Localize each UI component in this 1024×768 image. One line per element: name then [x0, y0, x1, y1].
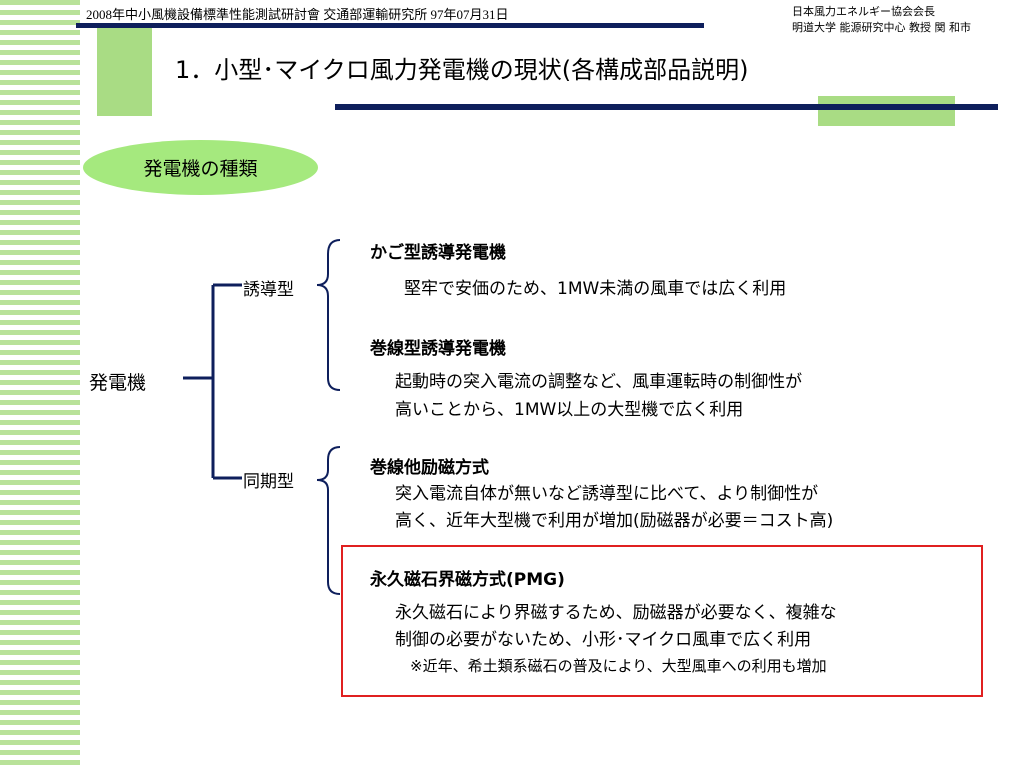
title-underline — [335, 104, 998, 110]
title-accent-block — [818, 96, 955, 126]
pmg-note: ※近年、希土類系磁石の普及により、大型風車への利用も増加 — [410, 657, 827, 675]
wound-induction-desc-2: 高いことから、1MW以上の大型機で広く利用 — [395, 400, 744, 420]
pmg-desc-1: 永久磁石により界磁するため、励磁器が必要なく、複雑な — [395, 603, 837, 623]
presenter-name: 明道大学 能源研究中心 教授 関 和市 — [792, 21, 971, 34]
wound-excitation-desc-2: 高く、近年大型機で利用が増加(励磁器が必要＝コスト高) — [395, 511, 834, 531]
induction-brace — [316, 239, 341, 391]
seminar-header: 2008年中小風機設備標準性能測試研討會 交通部運輸研究所 97年07月31日 — [86, 7, 509, 22]
wound-excitation-desc-1: 突入電流自体が無いなど誘導型に比べて、より制御性が — [395, 484, 819, 504]
slide-title: 1．小型･マイクロ風力発電機の現状(各構成部品説明) — [175, 56, 749, 84]
cage-induction-title: かご型誘導発電機 — [370, 243, 506, 263]
synchronous-brace — [316, 446, 341, 595]
decorative-stripes — [0, 0, 80, 768]
section-pill: 発電機の種類 — [83, 140, 318, 195]
pill-label: 発電機の種類 — [143, 158, 258, 180]
pmg-desc-2: 制御の必要がないため、小形･マイクロ風車で広く利用 — [395, 630, 812, 650]
wound-excitation-title: 巻線他励磁方式 — [370, 458, 489, 478]
presenter-affiliation: 日本風力エネルギー協会会長 — [792, 5, 935, 18]
synchronous-label: 同期型 — [243, 472, 294, 492]
header-accent-block — [97, 28, 152, 116]
wound-induction-desc-1: 起動時の突入電流の調整など、風車運転時の制御性が — [395, 372, 803, 392]
pmg-highlight-box — [341, 545, 983, 697]
induction-label: 誘導型 — [243, 280, 294, 300]
wound-induction-title: 巻線型誘導発電機 — [370, 339, 506, 359]
root-label: 発電機 — [89, 372, 147, 394]
pmg-title: 永久磁石界磁方式(PMG) — [370, 570, 565, 590]
presenter-info: 日本風力エネルギー協会会長 明道大学 能源研究中心 教授 関 和市 — [792, 4, 971, 36]
header-underline — [76, 23, 704, 28]
cage-induction-desc: 堅牢で安価のため、1MW未満の風車では広く利用 — [404, 279, 787, 299]
